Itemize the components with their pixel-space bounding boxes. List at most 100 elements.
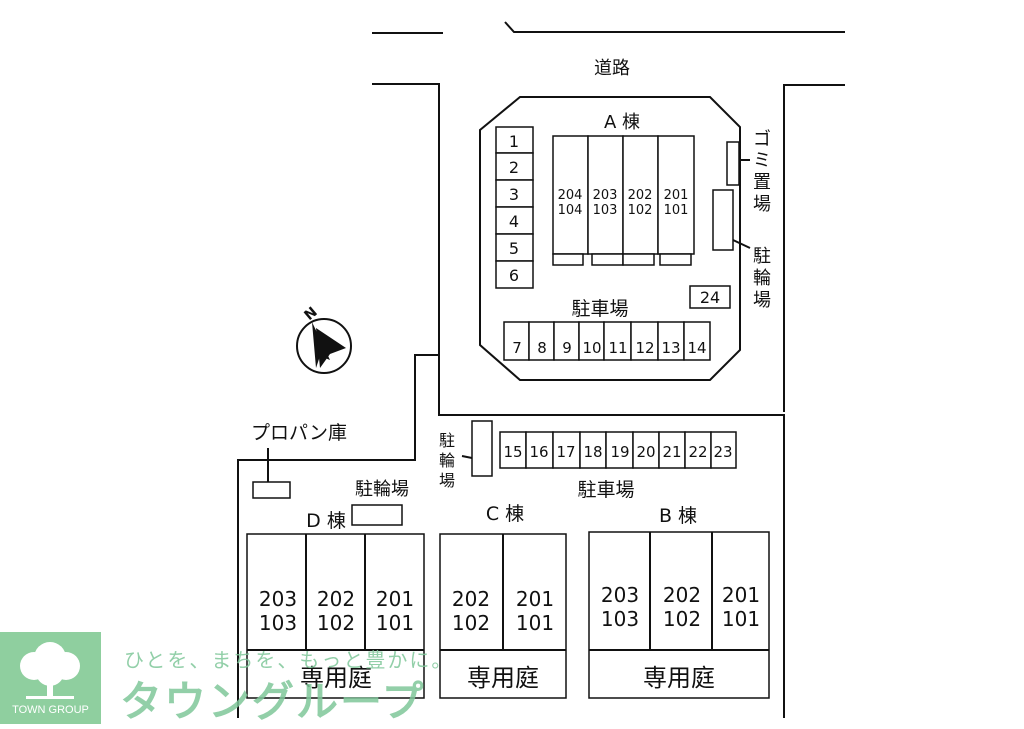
parking-spot <box>603 321 632 361</box>
road-lines <box>237 21 845 718</box>
parking-spot <box>658 431 686 469</box>
parking-spots-middle: 15 16 17 18 19 20 21 22 23 <box>499 431 737 469</box>
room-number: 202 <box>452 587 490 611</box>
parking-spot <box>503 321 530 361</box>
spot-number: 15 <box>503 443 522 461</box>
room-number: 201 <box>516 587 554 611</box>
room-number: 101 <box>664 203 689 218</box>
parking-spot <box>553 321 580 361</box>
room-number: 201 <box>376 587 414 611</box>
a-block-outline <box>479 96 741 381</box>
bike-label: 場 <box>439 471 455 490</box>
parking-spot <box>495 152 534 181</box>
spot-number: 16 <box>529 443 548 461</box>
spot-number: 19 <box>610 443 629 461</box>
leader-line <box>461 455 473 459</box>
spot-number: 18 <box>583 443 602 461</box>
room-number: 103 <box>593 203 618 218</box>
propane-storage <box>252 481 291 499</box>
road-label: 道路 <box>594 58 630 79</box>
garden-label: 専用庭 <box>643 664 715 692</box>
balcony <box>591 253 624 266</box>
bike-label: 輪 <box>439 451 455 470</box>
room-number: 204 <box>558 188 583 203</box>
room-number: 102 <box>317 611 355 635</box>
parking-spot <box>710 431 737 469</box>
town-group-logo: TOWN GROUP <box>0 632 101 724</box>
unit-box <box>622 135 659 255</box>
room-number: 103 <box>601 607 639 631</box>
parking-spot <box>525 431 554 469</box>
room-number: 202 <box>663 583 701 607</box>
spot-number: 3 <box>509 185 519 204</box>
room-number: 102 <box>452 611 490 635</box>
b-building-label: B 棟 <box>659 505 697 527</box>
bike-label-d: 駐輪場 <box>355 479 409 500</box>
parking-spots-bottom: 7 8 9 10 11 12 13 14 <box>503 321 711 361</box>
parking-spot <box>605 431 634 469</box>
parking-spot <box>684 431 712 469</box>
spot-number: 5 <box>509 239 519 258</box>
bike-label: 駐 <box>439 431 455 450</box>
c-building: 202 102 201 101 専用庭 <box>439 533 567 699</box>
a-building: 204 104 203 103 202 102 201 101 <box>552 135 695 266</box>
slogan: ひとを、まちを、もっと豊かに。 <box>124 648 454 672</box>
garden-label: 専用庭 <box>300 664 372 692</box>
parking-spot <box>683 321 711 361</box>
leader-line <box>732 239 751 249</box>
north-compass: N <box>296 304 352 374</box>
room-number: 102 <box>663 607 701 631</box>
parking-spots-left: 1 2 3 4 5 6 <box>495 126 534 289</box>
bike-parking-mid <box>471 420 493 477</box>
spot-number: 6 <box>509 266 519 285</box>
parking-spot <box>528 321 555 361</box>
spot-number: 22 <box>688 443 707 461</box>
spot-number: 20 <box>636 443 655 461</box>
room-number: 102 <box>628 203 653 218</box>
room-number: 202 <box>628 188 653 203</box>
parking-spot <box>689 285 731 309</box>
unit-box <box>587 135 624 255</box>
spot-number: 24 <box>700 288 720 307</box>
parking-spot <box>499 431 527 469</box>
parking-spot <box>495 260 534 289</box>
spot-number: 14 <box>687 339 706 357</box>
room-number: 103 <box>259 611 297 635</box>
room-number: 201 <box>722 583 760 607</box>
tree-icon <box>20 642 80 699</box>
room-number: 101 <box>516 611 554 635</box>
logo-text: TOWN GROUP <box>12 704 89 716</box>
parking-spot <box>495 206 534 235</box>
building-outline <box>588 531 770 699</box>
balcony <box>552 253 584 266</box>
spot-number: 9 <box>562 339 572 357</box>
b-building: 203 103 202 102 201 101 専用庭 <box>588 531 770 699</box>
spot-number: 21 <box>662 443 681 461</box>
garbage-label: 場 <box>753 194 771 215</box>
parking-label-b: 駐車場 <box>577 479 634 501</box>
room-number: 203 <box>593 188 618 203</box>
parking-spot <box>657 321 685 361</box>
balcony <box>659 253 692 266</box>
garden-label: 専用庭 <box>467 664 539 692</box>
spot-number: 7 <box>512 339 522 357</box>
room-number: 201 <box>664 188 689 203</box>
garbage-area <box>726 141 740 186</box>
bike-label: 駐 <box>753 246 771 267</box>
d-building-label: D 棟 <box>306 510 346 532</box>
spot-number: 10 <box>582 339 601 357</box>
building-outline <box>246 533 425 699</box>
room-number: 203 <box>259 587 297 611</box>
room-number: 202 <box>317 587 355 611</box>
parking-spot <box>630 321 659 361</box>
parking-spot <box>495 126 534 154</box>
spot-number: 8 <box>537 339 547 357</box>
balcony <box>622 253 655 266</box>
spot-number: 11 <box>608 339 627 357</box>
spot-number: 2 <box>509 158 519 177</box>
c-building-label: C 棟 <box>486 503 524 525</box>
parking-spot <box>578 321 605 361</box>
bike-label: 輪 <box>753 268 771 289</box>
garbage-label: ゴ <box>753 129 771 150</box>
